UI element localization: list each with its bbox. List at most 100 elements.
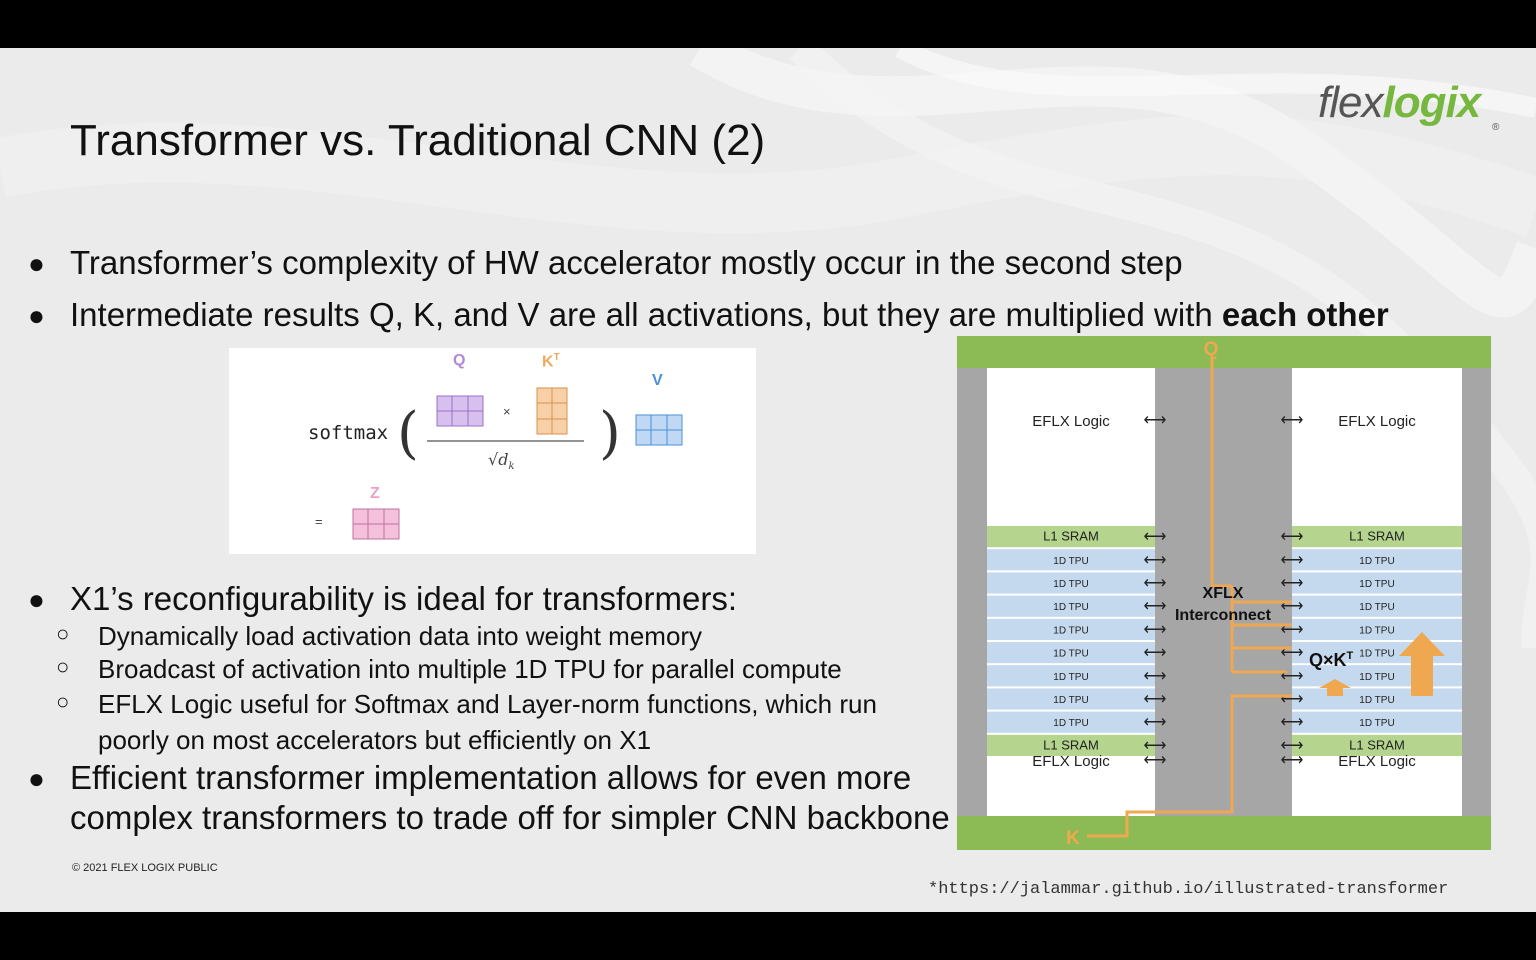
bullet-2-text: Intermediate results Q, K, and V are all… xyxy=(70,296,1222,333)
efxl-logic-bottom-left: EFLX Logic xyxy=(1032,753,1110,770)
tpu-label: 1D TPU xyxy=(1053,718,1088,729)
bidirectional-arrow-icon: ⟷ xyxy=(1281,668,1304,685)
tpu-label: 1D TPU xyxy=(1359,602,1394,613)
bidirectional-arrow-icon: ⟷ xyxy=(1281,552,1304,569)
bidirectional-arrow-icon: ⟷ xyxy=(1144,737,1167,754)
tpu-row xyxy=(987,642,1155,664)
bidirectional-arrow-icon: ⟷ xyxy=(1144,412,1167,429)
tpu-label: 1D TPU xyxy=(1359,672,1394,683)
bullet-1: ● Transformer’s complexity of HW acceler… xyxy=(28,244,1183,282)
efxl-logic-top-right: EFLX Logic xyxy=(1338,413,1416,430)
equals-sign: = xyxy=(315,514,323,529)
k-letter: KT xyxy=(542,352,560,371)
tpu-label: 1D TPU xyxy=(1053,672,1088,683)
q-path xyxy=(1210,358,1232,588)
tpu-row xyxy=(987,572,1155,594)
signal-paths xyxy=(1087,358,1292,838)
sub-bullet-1: ○ Dynamically load activation data into … xyxy=(56,621,702,652)
x1-architecture-diagram: L1 SRAM 1D TPU 1D TPU 1D TPU 1D TPU 1D TPU 1D … xyxy=(957,336,1491,850)
left-memory-rows: L1 SRAM 1D TPU 1D TPU 1D TPU 1D TPU 1D TPU 1D … xyxy=(987,526,1155,756)
bidirectional-arrow-icon: ⟷ xyxy=(1281,752,1304,769)
l1-sram-label: L1 SRAM xyxy=(1043,737,1099,752)
bidirectional-arrow-icon: ⟷ xyxy=(1281,714,1304,731)
tpu-label: 1D TPU xyxy=(1053,695,1088,706)
bidirectional-arrow-icon: ⟷ xyxy=(1144,668,1167,685)
bullet-2: ● Intermediate results Q, K, and V are a… xyxy=(28,296,1389,334)
tpu-label: 1D TPU xyxy=(1053,625,1088,636)
big-up-arrow xyxy=(1399,632,1445,696)
k-superscript: T xyxy=(553,352,560,363)
bidirectional-arrow-icon: ⟷ xyxy=(1144,691,1167,708)
tpu-label: 1D TPU xyxy=(1053,602,1088,613)
tpu-label: 1D TPU xyxy=(1359,625,1394,636)
bidirectional-arrow-icon: ⟷ xyxy=(1281,737,1304,754)
dk-subscript: k xyxy=(508,461,515,473)
softmax-label: softmax xyxy=(308,422,389,444)
bullet-dot: ● xyxy=(28,584,45,615)
right-paren: ) xyxy=(599,401,621,466)
formula-graphics: ( ) xyxy=(352,387,683,540)
background-waves xyxy=(0,48,1536,648)
efxl-logic-bottom-right: EFLX Logic xyxy=(1338,753,1416,770)
bullet-4-text: Efficient transformer implementation all… xyxy=(70,759,912,796)
presentation-slide: Transformer vs. Traditional CNN (2) flex… xyxy=(0,48,1536,912)
l1-sram-row xyxy=(987,734,1155,756)
sub-bullet-3-text: EFLX Logic useful for Softmax and Layer-… xyxy=(98,689,877,719)
bullet-dot: ● xyxy=(28,300,45,331)
l1-sram-row xyxy=(1292,526,1462,548)
tpu-row xyxy=(987,665,1155,687)
bottom-green-bus xyxy=(957,816,1491,850)
sub-bullet-circle: ○ xyxy=(56,689,70,714)
k-path xyxy=(1087,694,1292,838)
tpu-row xyxy=(987,595,1155,617)
flexlogix-logo: flexlogix ® xyxy=(1318,78,1499,133)
interconnect-label-1: XFLX xyxy=(1203,585,1244,602)
interconnect-label-2: Interconnect xyxy=(1175,607,1272,624)
bullet-1-text: Transformer’s complexity of HW accelerat… xyxy=(70,244,1183,281)
bidirectional-arrow-icon: ⟷ xyxy=(1281,412,1304,429)
v-matrix xyxy=(635,414,683,446)
sub-bullet-3b-text: poorly on most accelerators but efficien… xyxy=(98,725,652,755)
sub-bullet-2-text: Broadcast of activation into multiple 1D… xyxy=(98,654,842,684)
bidirectional-arrow-icon: ⟷ xyxy=(1281,575,1304,592)
left-paren: ( xyxy=(397,401,419,466)
z-letter: Z xyxy=(370,485,380,502)
sub-bullet-2: ○ Broadcast of activation into multiple … xyxy=(56,654,842,685)
sub-bullet-3-continued: poorly on most accelerators but efficien… xyxy=(98,725,651,756)
times-sign: × xyxy=(503,404,511,419)
q-matrix xyxy=(436,395,484,427)
tpu-label: 1D TPU xyxy=(1053,579,1088,590)
tpu-label: 1D TPU xyxy=(1053,556,1088,567)
qk-label: Q×KT xyxy=(1309,650,1354,670)
tpu-row xyxy=(987,618,1155,640)
logo-registered: ® xyxy=(1492,122,1499,133)
q-input-label: Q xyxy=(1204,339,1219,360)
l1-sram-label: L1 SRAM xyxy=(1349,737,1405,752)
sub-bullet-circle: ○ xyxy=(56,621,70,646)
l1-sram-row xyxy=(987,526,1155,548)
k-transpose-matrix xyxy=(536,387,568,435)
bidirectional-arrow-icon: ⟷ xyxy=(1144,752,1167,769)
tpu-row xyxy=(1292,572,1462,594)
efxl-logic-top-left: EFLX Logic xyxy=(1032,413,1110,430)
tpu-label: 1D TPU xyxy=(1359,649,1394,660)
tpu-row xyxy=(1292,549,1462,571)
bidirectional-arrow-icon: ⟷ xyxy=(1144,598,1167,615)
top-green-bus xyxy=(957,336,1491,368)
tpu-label: 1D TPU xyxy=(1359,695,1394,706)
bidirectional-arrow-icon: ⟷ xyxy=(1144,645,1167,662)
logo-part2: logix xyxy=(1382,78,1481,127)
sqrt-dk: √dk xyxy=(488,450,515,473)
bidirectional-arrow-icon: ⟷ xyxy=(1144,575,1167,592)
bullet-3: ● X1’s reconfigurability is ideal for tr… xyxy=(28,580,737,618)
tpu-row xyxy=(1292,595,1462,617)
copyright-notice: © 2021 FLEX LOGIX PUBLIC xyxy=(72,862,218,874)
q-letter: Q xyxy=(453,352,466,369)
l1-sram-label: L1 SRAM xyxy=(1349,529,1405,544)
z-matrix xyxy=(352,508,400,540)
tpu-row xyxy=(987,711,1155,733)
sub-bullet-circle: ○ xyxy=(56,654,70,679)
tpu-row xyxy=(987,549,1155,571)
bullet-dot: ● xyxy=(28,248,45,279)
